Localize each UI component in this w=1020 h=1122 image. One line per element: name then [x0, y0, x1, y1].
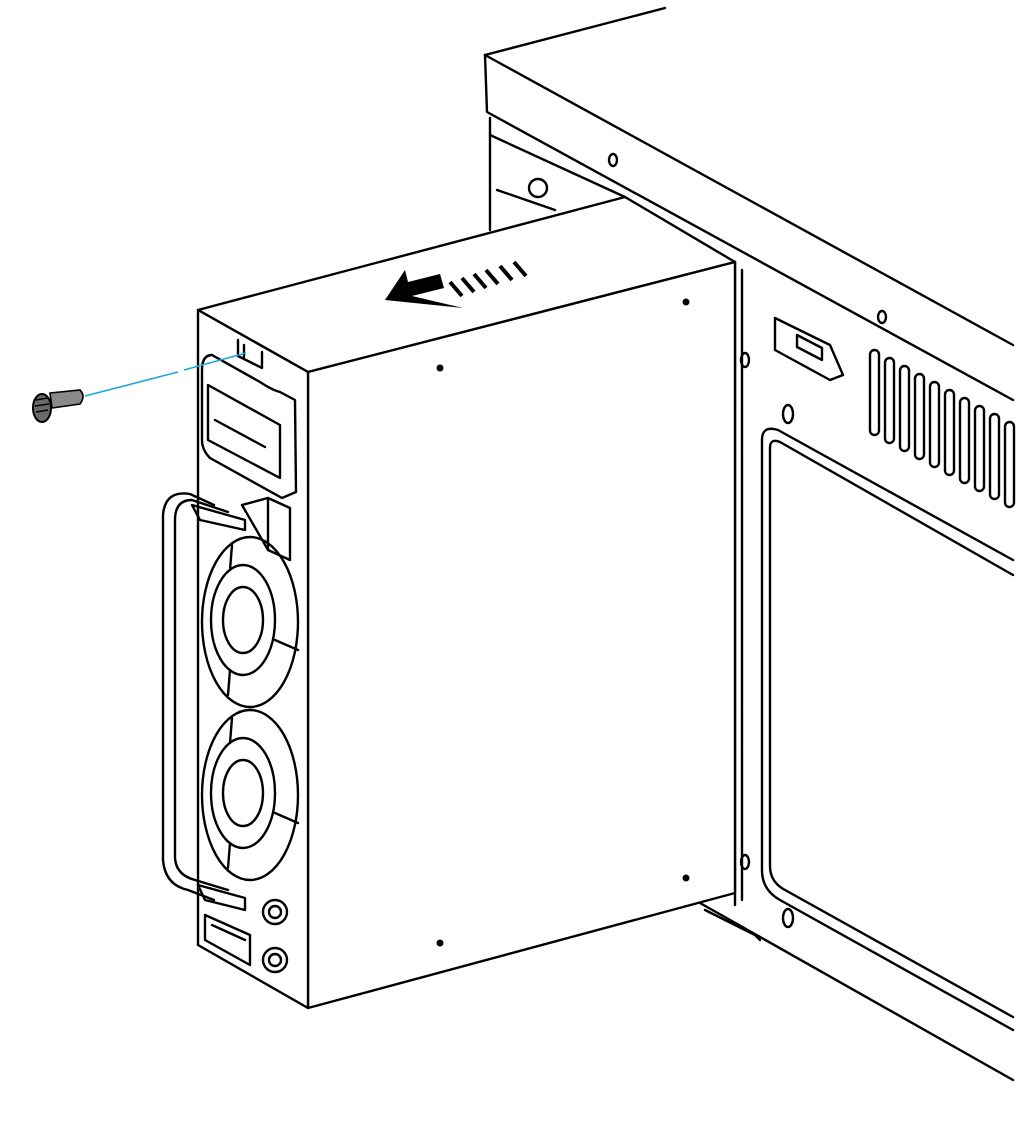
fan-bottom — [200, 708, 300, 882]
power-inlet — [200, 338, 298, 500]
direction-arrow-icon — [385, 260, 528, 308]
fan-top — [200, 535, 300, 709]
screw-guide-line — [84, 352, 247, 397]
psu-handle[interactable] — [161, 492, 247, 912]
vent-slots — [868, 348, 1016, 509]
power-supply-module[interactable] — [161, 195, 737, 1010]
screw-icon[interactable] — [32, 389, 84, 423]
